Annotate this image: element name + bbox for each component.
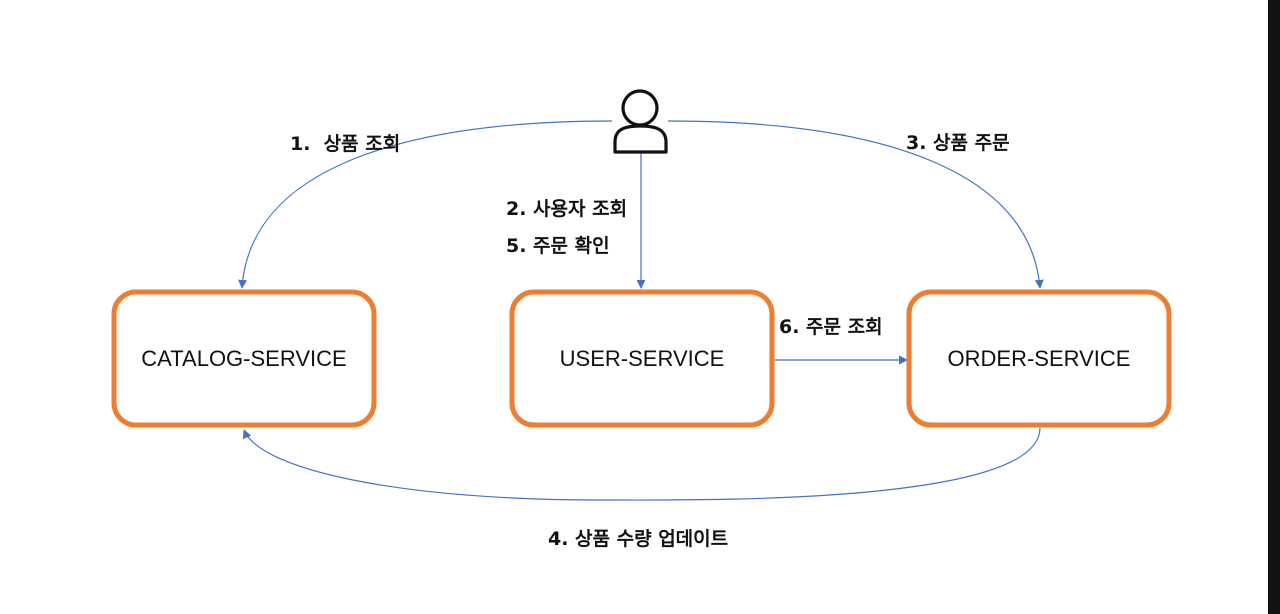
edge-label-step5: 5. 주문 확인 — [506, 234, 610, 257]
order-service-label: ORDER-SERVICE — [948, 346, 1131, 371]
edge-user-to-catalog — [238, 120, 613, 289]
edge-label-step1: 1. 상품 조회 — [290, 133, 400, 155]
edge-label-step3: 3. 상품 주문 — [906, 132, 1010, 154]
catalog-service-node: CATALOG-SERVICE — [111, 289, 377, 428]
user-icon — [613, 89, 668, 154]
edge-label-step4: 4. 상품 수량 업데이트 — [548, 528, 728, 550]
right-edge-bar — [1268, 0, 1280, 614]
edge-label-step2: 2. 사용자 조회 — [506, 198, 627, 220]
user-service-node: USER-SERVICE — [509, 289, 775, 428]
edge-order-to-catalog — [242, 427, 1041, 501]
catalog-service-label: CATALOG-SERVICE — [141, 346, 346, 371]
user-service-label: USER-SERVICE — [560, 346, 725, 371]
edge-user-to-order — [667, 120, 1044, 289]
order-service-node: ORDER-SERVICE — [906, 289, 1172, 428]
edge-label-step6: 6. 주문 조회 — [779, 316, 883, 338]
